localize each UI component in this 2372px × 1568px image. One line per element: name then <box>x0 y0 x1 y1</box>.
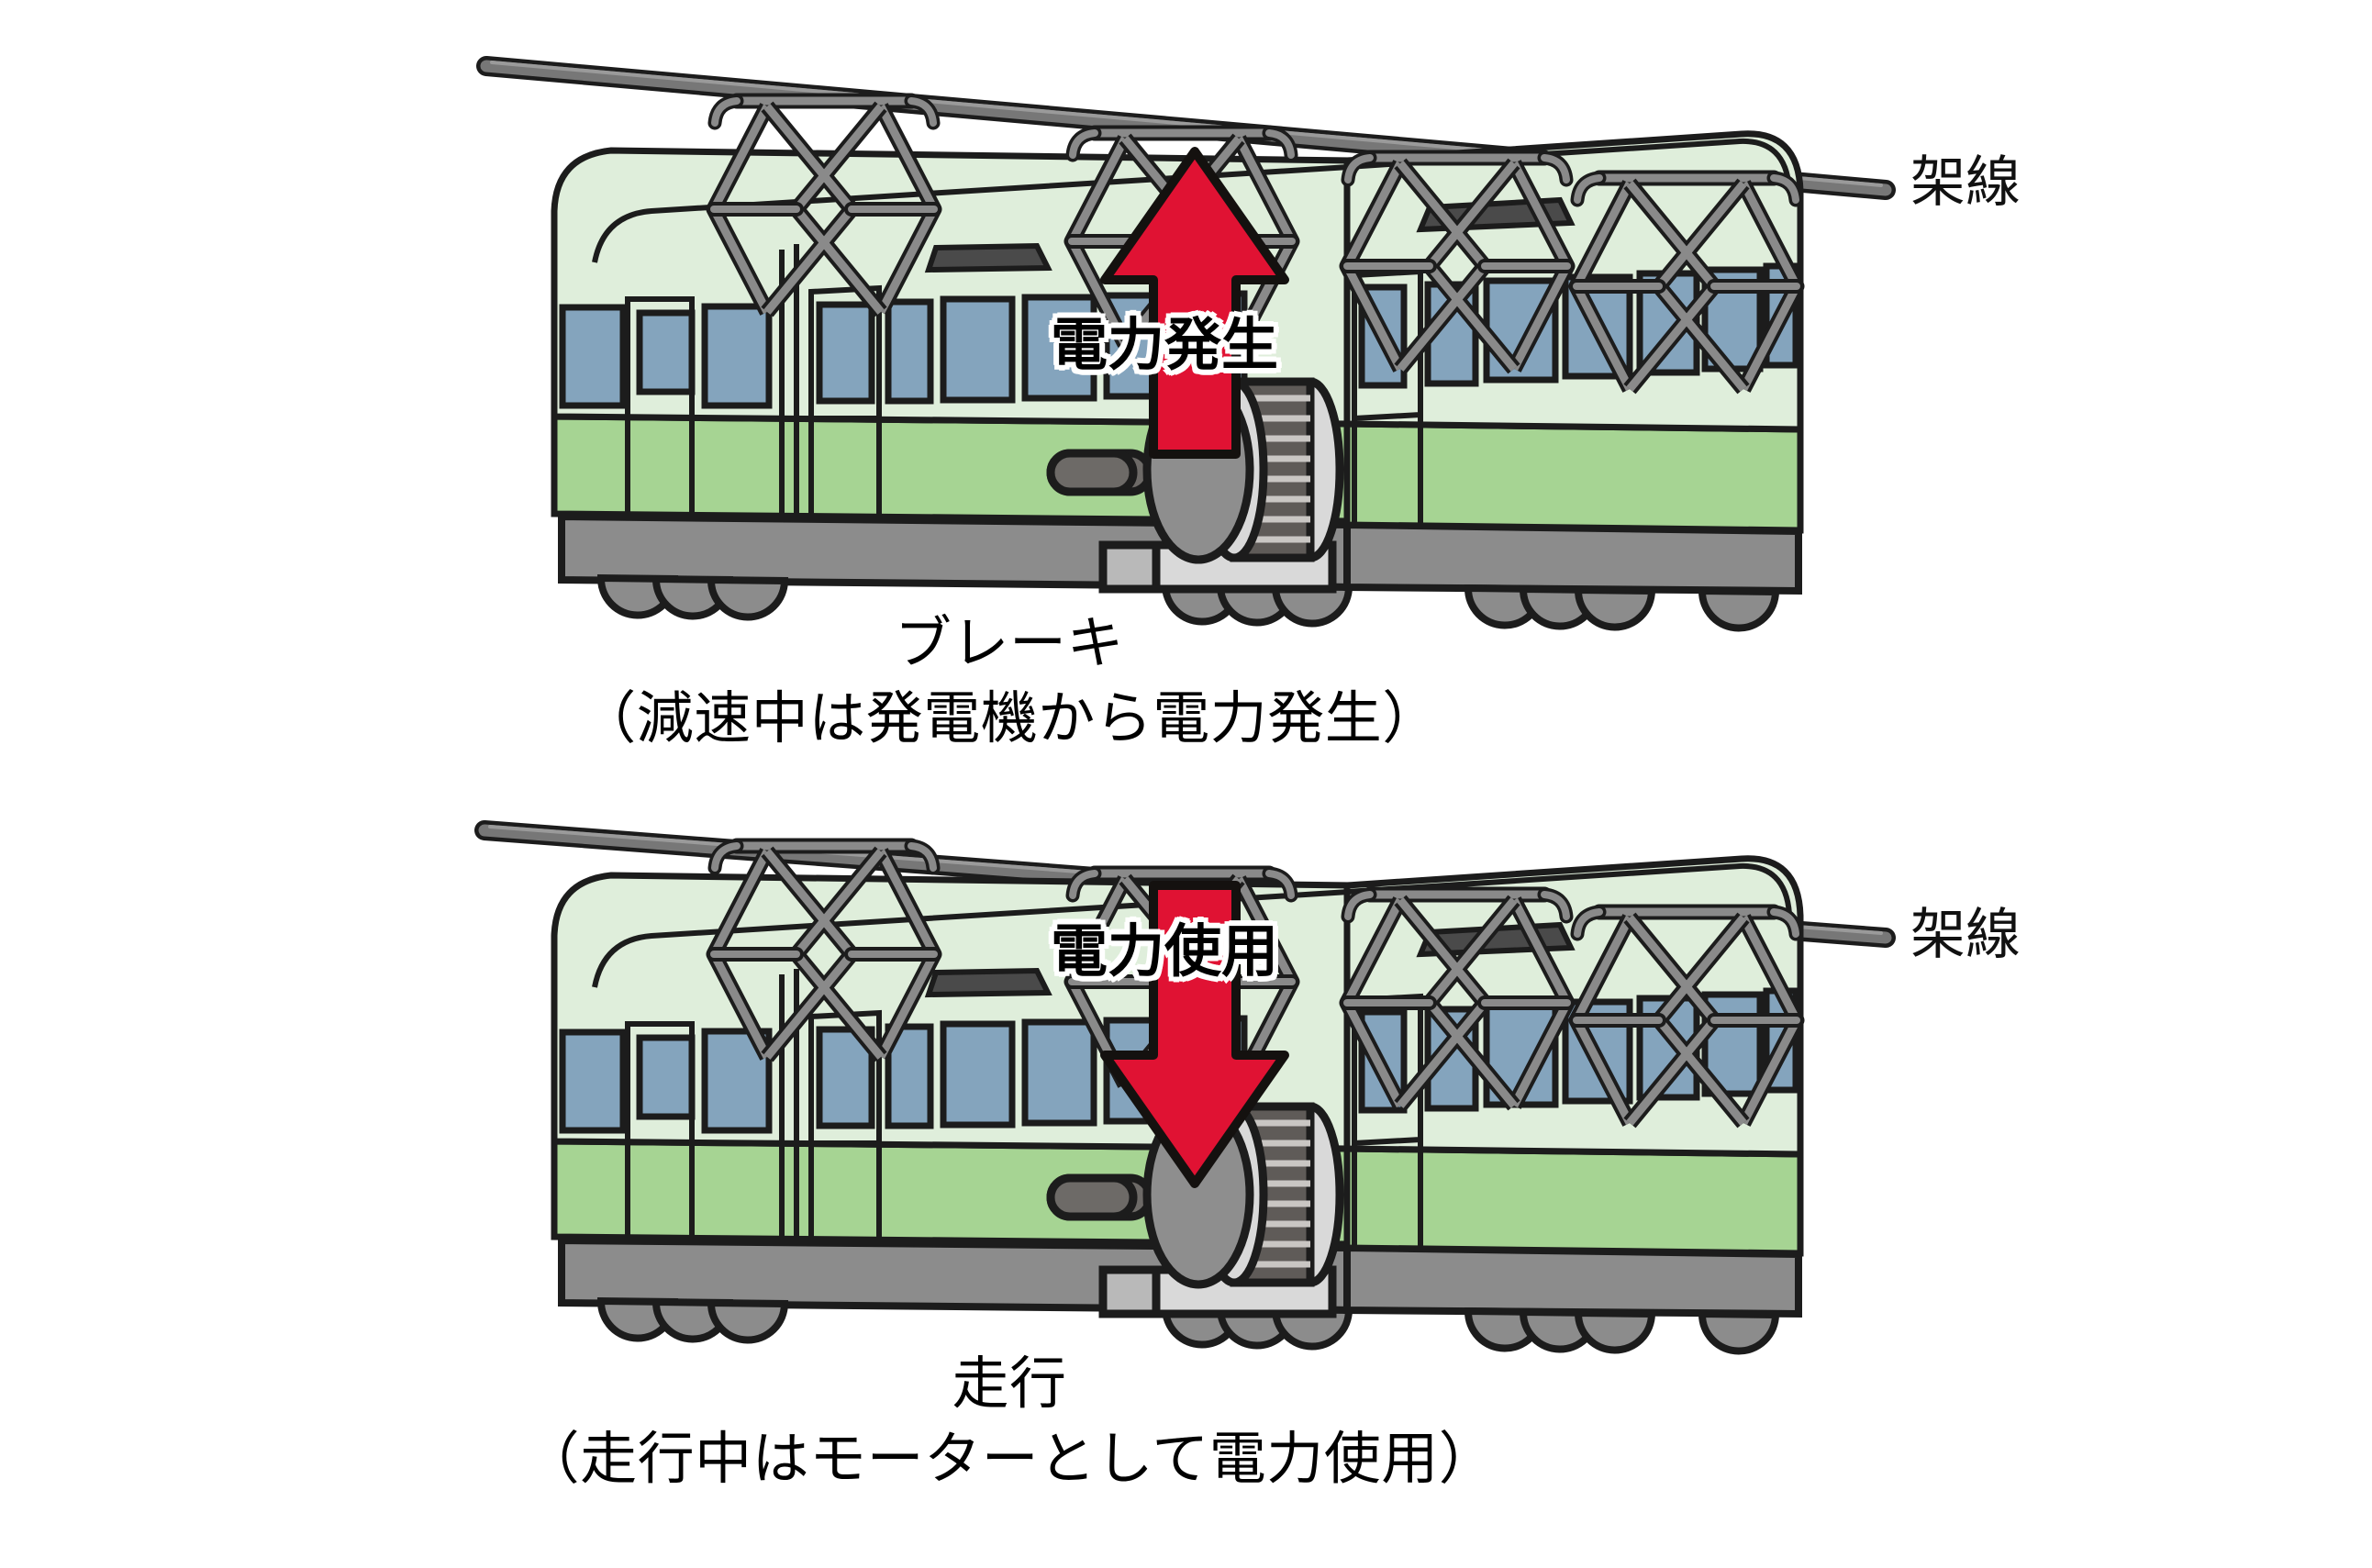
catenary-label-bottom: 架線 <box>1910 904 2021 965</box>
power-generation-arrow <box>1100 147 1289 459</box>
power-usage-arrow <box>1100 881 1289 1188</box>
power-generation-label: 電力発生 <box>1046 310 1282 382</box>
brake-panel-graphic <box>476 56 1896 632</box>
power-usage-label: 電力使用 <box>1046 917 1282 988</box>
brake-caption-sub: （減速中は発電機から電力発生） <box>579 687 1440 751</box>
running-caption-main: 走行 <box>952 1352 1067 1416</box>
running-panel-graphic <box>474 820 1896 1355</box>
running-caption-sub: （走行中はモーターとして電力使用） <box>522 1428 1497 1491</box>
brake-caption-main: ブレーキ <box>894 612 1124 675</box>
catenary-label-top: 架線 <box>1910 151 2021 213</box>
